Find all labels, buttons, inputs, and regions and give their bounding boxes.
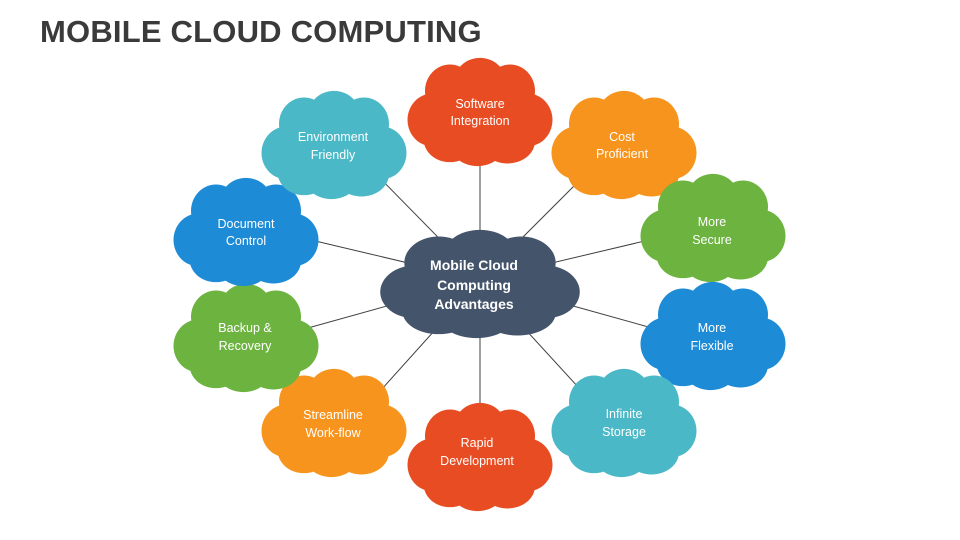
- cloud-label-line1: More: [698, 215, 727, 229]
- cloud-label-line2: Work-flow: [305, 426, 361, 440]
- cloud-label-line1: Document: [218, 217, 275, 231]
- page-title: MOBILE CLOUD COMPUTING: [40, 14, 482, 49]
- cloud-label-line1: Software: [455, 97, 504, 111]
- cloud-more-flexible: More Flexible: [640, 281, 786, 391]
- cloud-more-secure: More Secure: [640, 173, 786, 283]
- cloud-label-line2: Flexible: [690, 339, 733, 353]
- cloud-cost-proficient: Cost Proficient: [551, 90, 697, 200]
- cloud-label-line1: More: [698, 321, 727, 335]
- cloud-label-line1: Infinite: [606, 407, 643, 421]
- cloud-label-line2: Development: [440, 454, 514, 468]
- cloud-label-line1: Rapid: [461, 436, 494, 450]
- cloud-environment-friendly: Environment Friendly: [261, 90, 407, 200]
- cloud-label-line2: Proficient: [596, 147, 649, 161]
- cloud-software-integration: Software Integration: [407, 57, 553, 167]
- center-label-line1: Mobile Cloud: [430, 257, 518, 273]
- cloud-document-control: Document Control: [173, 177, 319, 287]
- cloud-backup-recovery: Backup & Recovery: [173, 283, 319, 393]
- cloud-label-line1: Streamline: [303, 408, 363, 422]
- cloud-label-line2: Control: [226, 234, 266, 248]
- cloud-label-line1: Cost: [609, 130, 635, 144]
- center-label-line3: Advantages: [434, 296, 514, 312]
- cloud-label-line1: Backup &: [218, 321, 272, 335]
- center-cloud-label: Mobile Cloud Computing Advantages: [430, 257, 518, 312]
- cloud-label-line1: Environment: [298, 130, 369, 144]
- cloud-label-line2: Storage: [602, 425, 646, 439]
- cloud-label-line2: Integration: [450, 114, 509, 128]
- cloud-label-line2: Friendly: [311, 148, 356, 162]
- cloud-infinite-storage: Infinite Storage: [551, 368, 697, 478]
- cloud-streamline-workflow: Streamline Work-flow: [261, 368, 407, 478]
- cloud-label-line2: Recovery: [219, 339, 273, 353]
- cloud-label-line2: Secure: [692, 233, 732, 247]
- cloud-rapid-development: Rapid Development: [407, 402, 553, 512]
- center-label-line2: Computing: [437, 277, 511, 293]
